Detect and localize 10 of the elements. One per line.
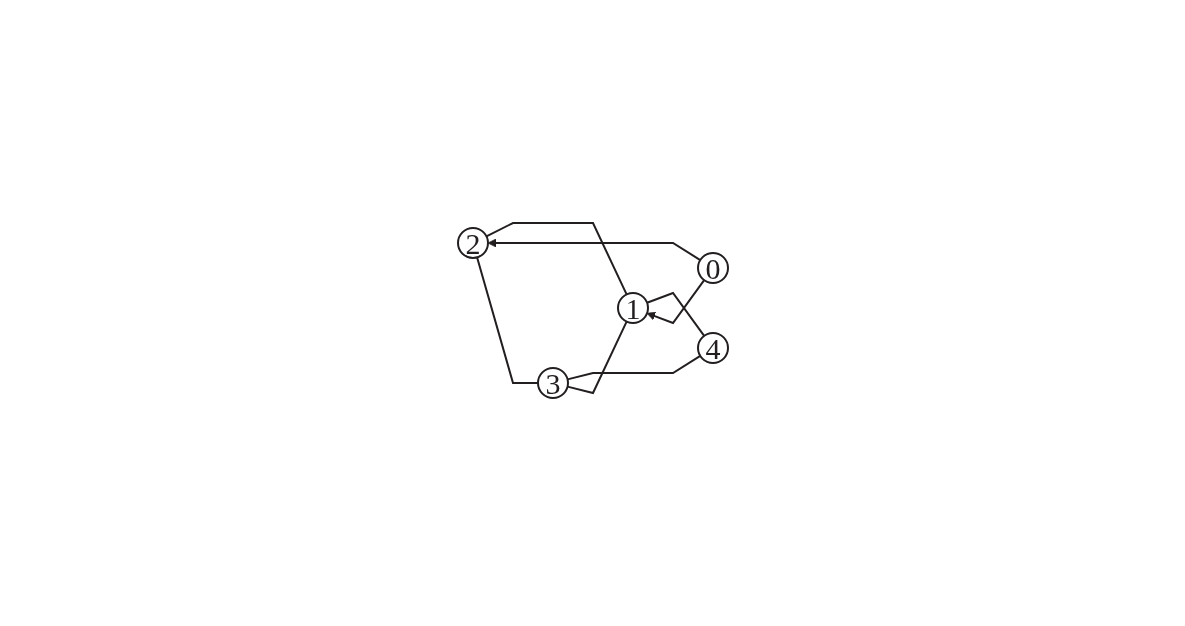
node-circle: 1 [616, 292, 649, 324]
node-circle: 2 [456, 227, 489, 259]
arrow [646, 279, 705, 325]
connector [566, 354, 701, 381]
node-circle: 0 [696, 252, 729, 284]
node-circle: 3 [536, 367, 569, 399]
arrow [487, 238, 701, 262]
connector [645, 291, 705, 337]
connector [566, 320, 628, 395]
node-circle: 4 [696, 332, 729, 364]
